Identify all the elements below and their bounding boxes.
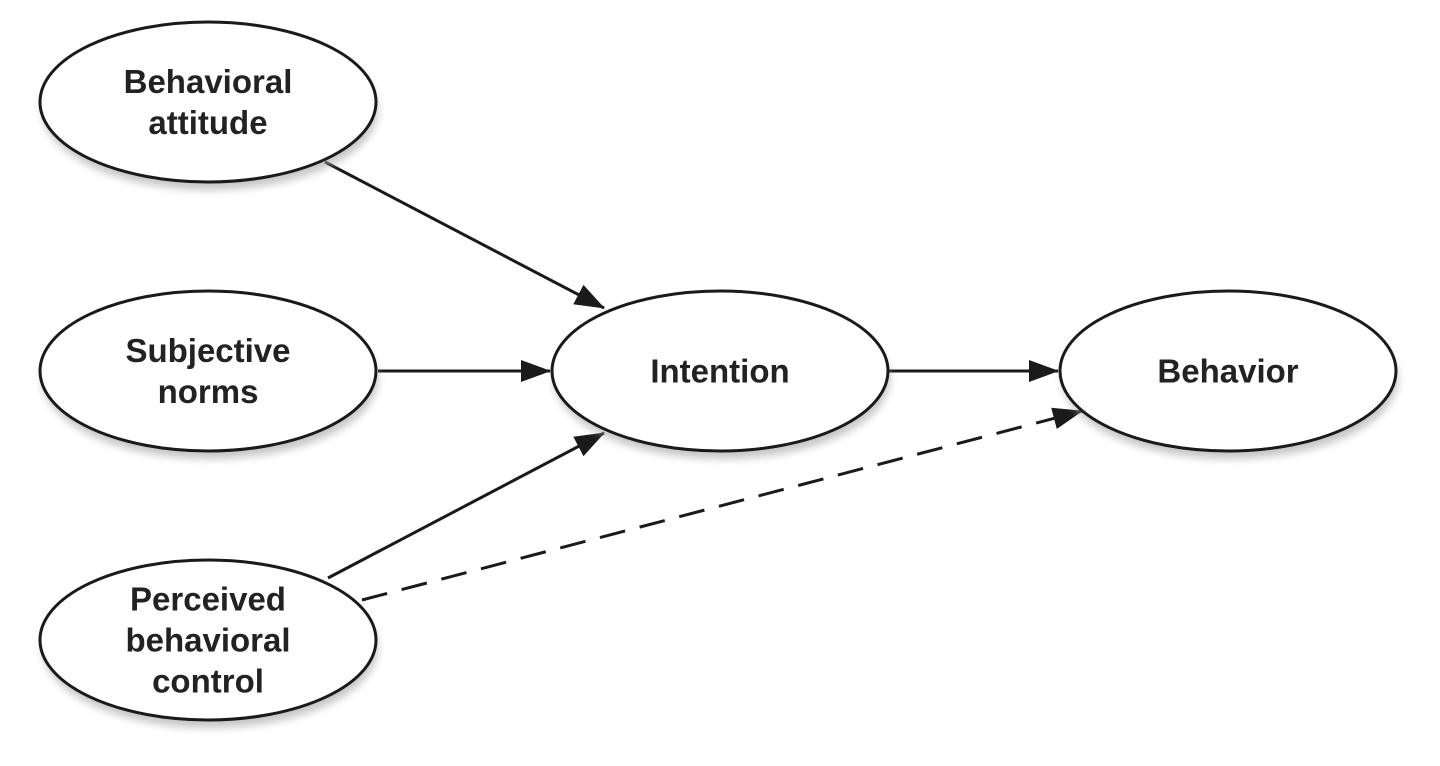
node-ellipse (38, 558, 378, 722)
edge-control-to-intention (327, 431, 605, 580)
node-control: Perceived behavioral control (38, 558, 378, 728)
node-label: norms (158, 373, 259, 410)
node-ellipse (38, 20, 378, 184)
node-label: Subjective (125, 332, 290, 369)
node-intention: Intention (550, 289, 890, 459)
edge-control-to-behavior (361, 407, 1083, 602)
node-ellipse (1058, 289, 1398, 453)
node-ellipse (38, 289, 378, 453)
node-label: Behavior (1157, 353, 1298, 390)
node-attitude: Behavioral attitude (38, 20, 378, 190)
node-label: Perceived (130, 581, 286, 618)
node-label: control (152, 663, 264, 700)
node-norms: Subjective norms (38, 289, 378, 459)
node-label: Behavioral (124, 63, 293, 100)
edges-layer (324, 160, 1083, 602)
node-behavior: Behavior (1058, 289, 1398, 459)
node-label: Intention (650, 353, 789, 390)
node-label: behavioral (125, 622, 290, 659)
node-label: attitude (148, 104, 267, 141)
node-ellipse (550, 289, 890, 453)
edge-attitude-to-intention (324, 160, 605, 310)
